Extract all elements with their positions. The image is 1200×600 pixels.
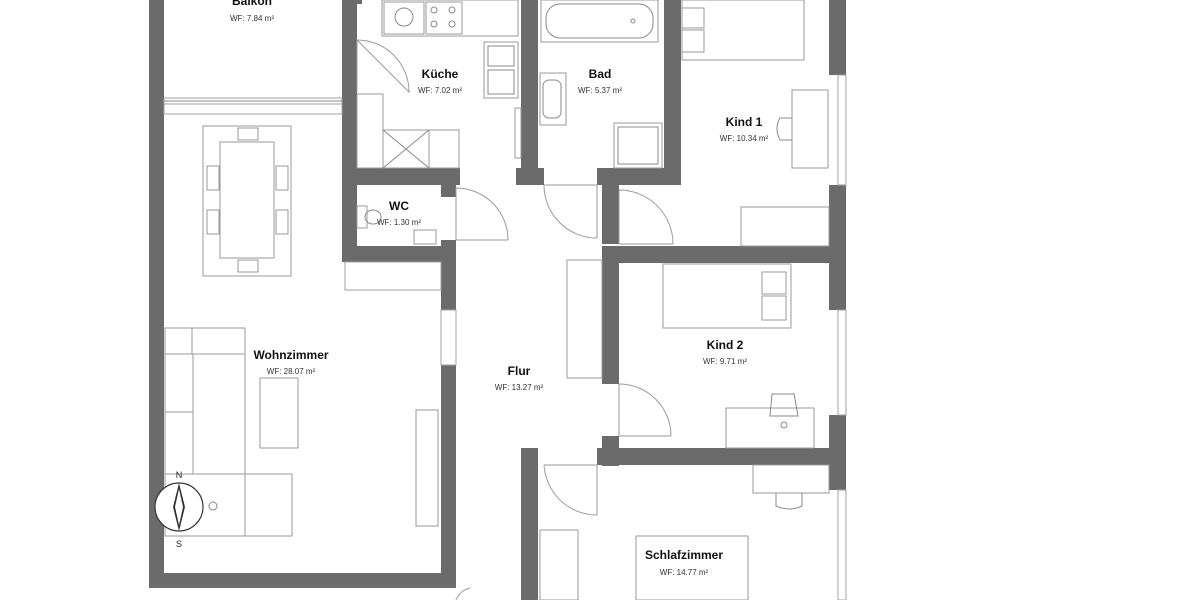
wall-flur-right-1 (602, 168, 619, 244)
wall-wc-bottom (342, 246, 455, 262)
room-area-kind1: WF: 10.34 m² (720, 134, 769, 143)
room-area-schlafzimmer: WF: 14.77 m² (660, 568, 709, 577)
bath-sink (539, 72, 567, 126)
wardrobe-kind1 (740, 206, 830, 247)
wall-balcony-right (342, 0, 357, 100)
room-name-kueche: Küche (422, 67, 459, 81)
room-name-wc: WC (389, 199, 409, 213)
dining-table (219, 141, 275, 259)
room-area-flur: WF: 13.27 m² (495, 383, 544, 392)
wall-bath-right (664, 0, 681, 185)
wall-outer-right-1 (829, 0, 846, 75)
shower (613, 122, 663, 169)
wardrobe-schlaf (539, 529, 579, 600)
window-kind2 (837, 309, 847, 416)
wall-flur-right-2 (602, 246, 619, 384)
wall-wc-right-2 (441, 240, 456, 310)
window-schlaf (837, 489, 847, 600)
wc-sink (413, 229, 437, 245)
flur-wardrobe (566, 259, 603, 379)
room-name-schlafzimmer: Schlafzimmer (645, 548, 723, 562)
wall-bottom-living (149, 573, 456, 588)
compass-south-label: S (176, 539, 182, 549)
stove (383, 1, 425, 35)
room-name-flur: Flur (508, 364, 531, 378)
kitchen-counter-bottom (428, 129, 460, 169)
wall-outer-right-2 (829, 185, 846, 310)
room-area-kind2: WF: 9.71 m² (703, 357, 747, 366)
wall-kitchen-bath (521, 0, 538, 185)
wall-kind2-schlaf (597, 448, 846, 465)
room-name-balkon: Balkon (232, 0, 272, 8)
furniture (164, 0, 830, 600)
compass: N S (154, 470, 204, 549)
coffee-table (259, 377, 299, 449)
room-name-bad: Bad (589, 67, 612, 81)
bed-schlaf (635, 535, 749, 600)
wall-kind1-kind2 (602, 246, 846, 263)
desk-kind1 (791, 89, 829, 169)
wall-kitchen-bottom (342, 168, 460, 185)
wall-kind1-left-top (664, 0, 681, 10)
wall-outer-right-3 (829, 415, 846, 490)
room-area-wohnzimmer: WF: 28.07 m² (267, 367, 316, 376)
room-name-kind1: Kind 1 (726, 115, 763, 129)
wc-flur-opening (344, 261, 442, 291)
walls (149, 0, 846, 600)
room-labels: Balkon WF: 7.84 m² Küche WF: 7.02 m² Bad… (230, 0, 769, 577)
cooktop (425, 1, 463, 35)
doors (355, 39, 674, 600)
room-name-wohnzimmer: Wohnzimmer (253, 348, 328, 362)
window-living-flur (440, 309, 457, 366)
kitchen-counter-left (356, 93, 384, 169)
desk-schlaf (752, 464, 830, 494)
room-area-balkon: WF: 7.84 m² (230, 14, 274, 23)
room-area-bad: WF: 5.37 m² (578, 86, 622, 95)
room-name-kind2: Kind 2 (707, 338, 744, 352)
toilet (356, 205, 368, 229)
room-area-kueche: WF: 7.02 m² (418, 86, 462, 95)
wall-living-flur (441, 365, 456, 588)
wall-schlaf-left (521, 448, 538, 600)
wall-wc-right (441, 185, 456, 197)
window-living-top (163, 103, 343, 115)
wall-outer-left (149, 0, 164, 588)
room-area-wc: WF: 1.30 m² (377, 218, 421, 227)
bathtub (540, 0, 659, 43)
window-kind1 (837, 74, 847, 186)
tv-board (415, 409, 439, 527)
windows (163, 74, 847, 600)
compass-north-label: N (176, 470, 183, 480)
wall-top-mid (357, 0, 362, 4)
